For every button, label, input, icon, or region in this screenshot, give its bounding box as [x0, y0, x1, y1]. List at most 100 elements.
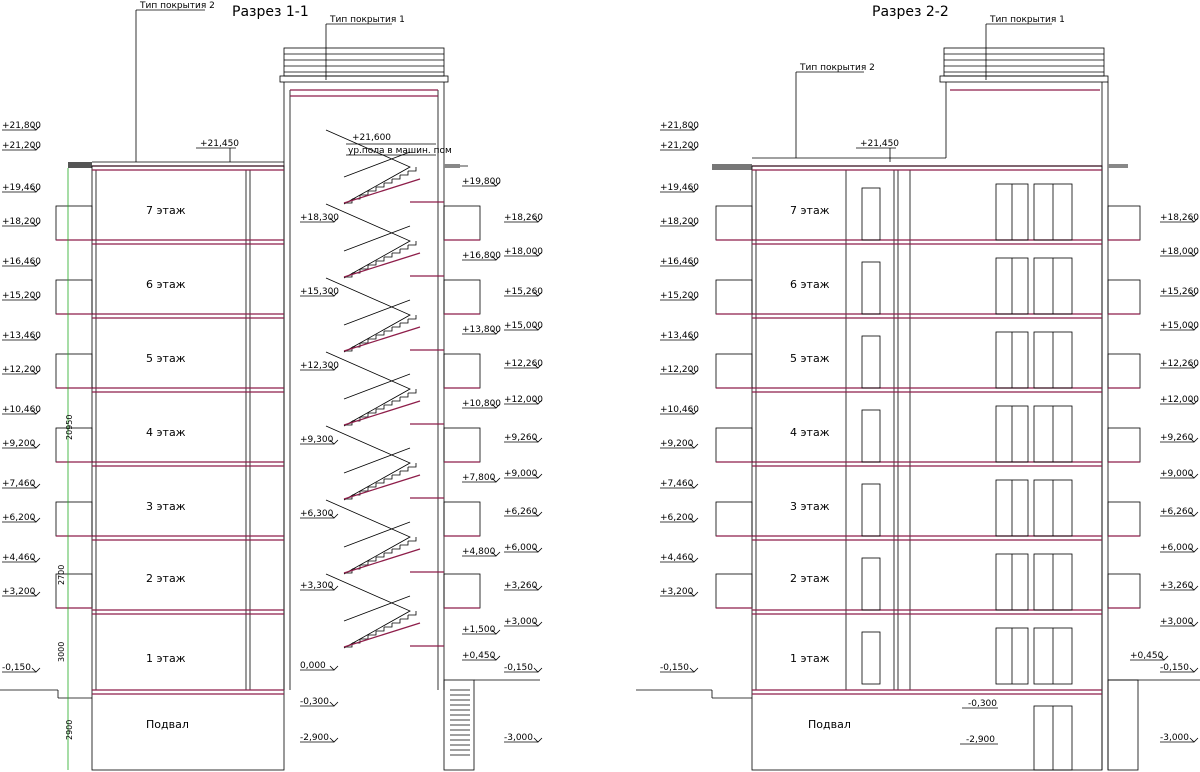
level-mark: +21,800: [660, 121, 699, 131]
dimension-chain: 20950 2700 3000 2900: [57, 168, 74, 770]
door: [861, 631, 881, 685]
level-mark: +9,000: [1160, 469, 1194, 479]
level-mark: +4,460: [660, 553, 694, 563]
level-mark: +7,460: [660, 479, 694, 489]
level-mark: +3,200: [2, 587, 36, 597]
level-mark: +7,800: [462, 473, 496, 483]
stair-slab: [343, 622, 421, 648]
level-mark: +3,000: [1160, 617, 1194, 627]
machine-room-note: ур.пола в машин. пом: [348, 146, 452, 156]
level-mark: +21,200: [2, 141, 41, 151]
stair-flight: [325, 573, 411, 649]
stair-slab: [343, 252, 421, 278]
level-mark: +10,460: [660, 405, 699, 415]
roof-level: +21,450: [200, 139, 239, 149]
section-1-title: Разрез 1-1: [232, 4, 309, 20]
level-mark: +16,460: [660, 257, 699, 267]
level-mark: +3,260: [504, 581, 538, 591]
door: [861, 335, 881, 389]
roof-type-1-label: Тип покрытия 1: [329, 15, 405, 25]
stair-flight: [343, 595, 411, 622]
floor-label: 6 этаж: [790, 278, 830, 291]
floor-label: 3 этаж: [146, 500, 186, 513]
door: [861, 557, 881, 611]
level-mark: +15,000: [504, 321, 543, 331]
level-mark: -0,150: [2, 663, 31, 673]
stair-flight: [325, 351, 411, 427]
door: [861, 409, 881, 463]
balcony: [1107, 279, 1141, 315]
balcony: [55, 353, 93, 389]
level-mark: +18,200: [660, 217, 699, 227]
level-mark: +6,300: [300, 509, 334, 519]
stair-flight: [325, 129, 411, 205]
roof-type-2-label-2: Тип покрытия 2: [799, 63, 875, 73]
level-mark: +10,460: [2, 405, 41, 415]
floor-label: 6 этаж: [146, 278, 186, 291]
level-mark: +6,000: [1160, 543, 1194, 553]
level-mark: +15,200: [2, 291, 41, 301]
stair-flight: [343, 151, 411, 178]
level-mark: +16,800: [462, 251, 501, 261]
level-mark: +15,000: [1160, 321, 1199, 331]
level-mark: +15,260: [1160, 287, 1199, 297]
balcony: [55, 501, 93, 537]
stair-flight: [325, 425, 411, 501]
door: [861, 187, 881, 241]
level-mark: +18,260: [1160, 213, 1199, 223]
stair-slab: [343, 474, 421, 500]
basement-level-2b: -2,900: [966, 735, 995, 745]
level-mark: 0,000: [300, 661, 326, 671]
level-mark: +18,260: [504, 213, 543, 223]
balcony: [443, 279, 481, 315]
floor-label: 1 этаж: [790, 652, 830, 665]
level-mark: -0,300: [300, 697, 329, 707]
level-mark: -0,150: [504, 663, 533, 673]
balcony: [443, 353, 481, 389]
balcony: [443, 501, 481, 537]
balcony: [715, 501, 753, 537]
floor-label: 2 этаж: [790, 572, 830, 585]
level-mark: -2,900: [300, 733, 329, 743]
balcony: [443, 205, 481, 241]
floor-label: 4 этаж: [146, 426, 186, 439]
stair-slab: [343, 400, 421, 426]
floor-label: 2 этаж: [146, 572, 186, 585]
level-mark: +12,000: [504, 395, 543, 405]
floor-label: 7 этаж: [790, 204, 830, 217]
level-mark: +18,000: [504, 247, 543, 257]
level-mark: -3,000: [1160, 733, 1189, 743]
stair-flight: [343, 447, 411, 474]
dim-2700: 2700: [57, 565, 66, 585]
level-mark: +12,200: [2, 365, 41, 375]
level-mark: +4,460: [2, 553, 36, 563]
basement-level-2a: -0,300: [968, 699, 997, 709]
level-mark: +19,800: [462, 177, 501, 187]
balcony: [443, 573, 481, 609]
level-mark: +9,200: [660, 439, 694, 449]
level-mark: +21,200: [660, 141, 699, 151]
floor-label: 1 этаж: [146, 652, 186, 665]
level-mark: +7,460: [2, 479, 36, 489]
balcony: [715, 573, 753, 609]
stair-slab: [343, 178, 421, 204]
balcony: [443, 427, 481, 463]
level-mark: +3,000: [504, 617, 538, 627]
stair-flight: [343, 225, 411, 252]
stair-flight: [343, 299, 411, 326]
level-mark: +9,000: [504, 469, 538, 479]
balcony: [1107, 205, 1141, 241]
balcony: [715, 353, 753, 389]
level-mark: +4,800: [462, 547, 496, 557]
level-mark: +9,300: [300, 435, 334, 445]
balcony: [715, 279, 753, 315]
roof-type-1-label-2: Тип покрытия 1: [989, 15, 1065, 25]
dim-2900: 2900: [65, 720, 74, 740]
floor-label: 4 этаж: [790, 426, 830, 439]
level-mark: +12,000: [1160, 395, 1199, 405]
floor-label: Подвал: [808, 718, 851, 731]
level-mark: +6,260: [504, 507, 538, 517]
level-mark: +16,460: [2, 257, 41, 267]
level-mark: +1,500: [462, 625, 496, 635]
